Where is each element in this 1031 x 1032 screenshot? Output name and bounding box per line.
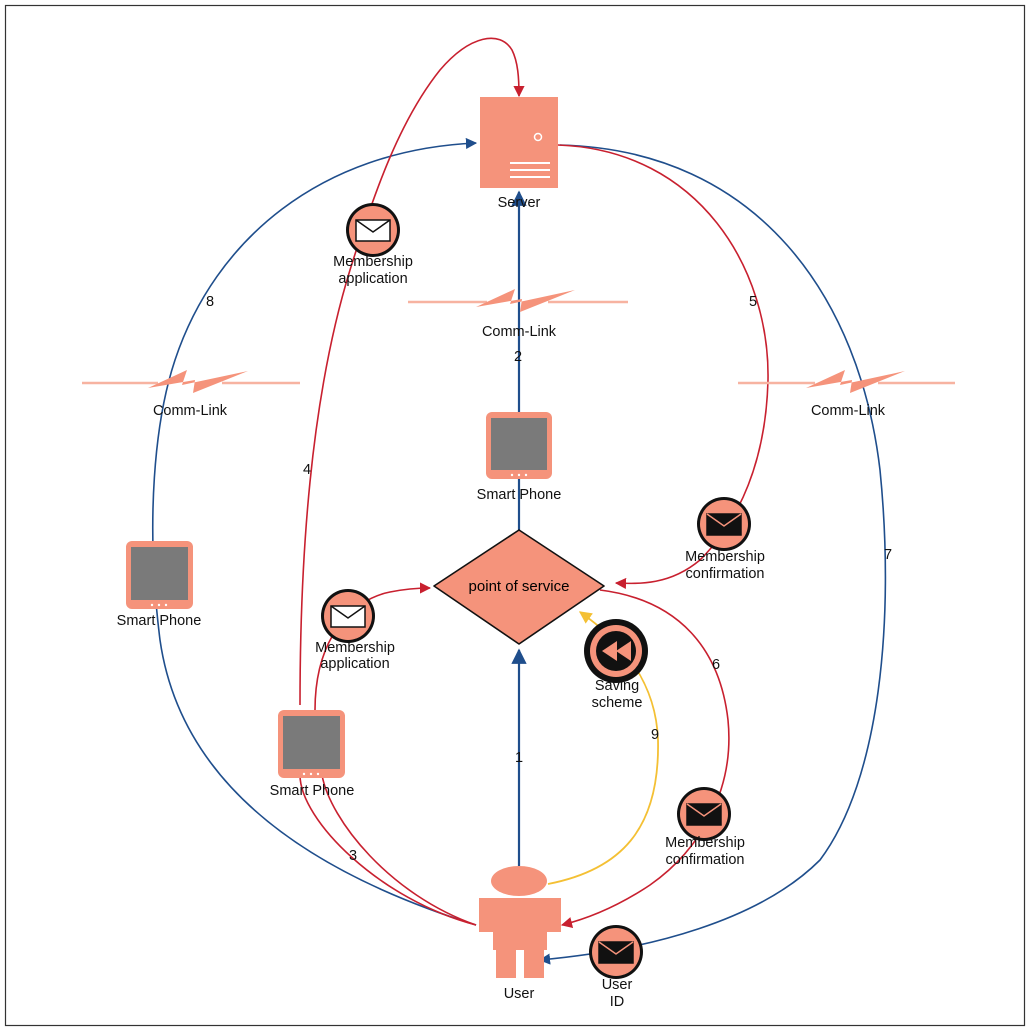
membership-application-top-label-2: application	[338, 271, 407, 287]
edge-8	[152, 137, 478, 926]
membership-confirmation-right-label-2: confirmation	[686, 566, 765, 582]
lightning-icon	[148, 370, 248, 393]
edge-1-label: 1	[515, 750, 523, 766]
edge-6	[560, 589, 730, 928]
comm-link-left-label: Comm-Link	[153, 403, 228, 419]
envelope-icon-membership-confirmation-right[interactable]	[697, 497, 751, 551]
edge-6-label: 6	[712, 657, 720, 673]
server-icon[interactable]	[480, 97, 558, 188]
user-id-label-1: User	[602, 977, 633, 993]
edge-5	[557, 144, 769, 590]
envelope-icon-membership-application-top[interactable]	[346, 203, 400, 257]
membership-confirmation-bottom-label-2: confirmation	[666, 852, 745, 868]
membership-application-bottom-label-2: application	[320, 656, 389, 672]
edge-2-label: 2	[514, 349, 522, 365]
server-label: Server	[498, 195, 541, 211]
smartphone-icon-bottom[interactable]	[278, 710, 345, 778]
lightning-icon	[806, 370, 905, 393]
smartphone-icon-center[interactable]	[486, 412, 552, 479]
rewind-icon-saving-scheme[interactable]	[584, 619, 648, 683]
comm-link-right	[738, 370, 955, 393]
smartphone-left-label: Smart Phone	[117, 613, 202, 629]
edge-membership-application	[314, 582, 432, 711]
edge-8-label: 8	[206, 294, 214, 310]
saving-scheme-label-1: Saving	[595, 678, 639, 694]
envelope-icon-membership-application-bottom[interactable]	[321, 589, 375, 643]
comm-link-center	[408, 289, 628, 312]
membership-confirmation-right-label-1: Membership	[685, 549, 765, 565]
edge-9-label: 9	[651, 727, 659, 743]
membership-application-bottom-label-1: Membership	[315, 640, 395, 656]
edge-4-label: 4	[303, 462, 311, 478]
edge-7-label: 7	[884, 547, 892, 563]
smartphone-center-label: Smart Phone	[477, 487, 562, 503]
comm-link-left	[82, 370, 300, 393]
edge-3	[321, 774, 477, 926]
user-id-label-2: ID	[610, 994, 625, 1010]
edge-3-label: 3	[349, 848, 357, 864]
comm-link-center-label: Comm-Link	[482, 324, 557, 340]
smartphone-icon-left[interactable]	[126, 541, 193, 609]
lightning-icon	[476, 289, 575, 312]
point-of-service-label: point of service	[469, 578, 570, 595]
edge-5-label: 5	[749, 294, 757, 310]
saving-scheme-label-2: scheme	[592, 695, 643, 711]
envelope-icon-membership-confirmation-bottom[interactable]	[677, 787, 731, 841]
user-icon[interactable]	[479, 866, 561, 978]
membership-confirmation-bottom-label-1: Membership	[665, 835, 745, 851]
smartphone-bottom-label: Smart Phone	[270, 783, 355, 799]
edge-7	[538, 144, 887, 965]
envelope-icon-user-id[interactable]	[589, 925, 643, 979]
point-of-service-node[interactable]	[433, 529, 605, 645]
diagram-frame	[4, 4, 1026, 1027]
membership-application-top-label-1: Membership	[333, 254, 413, 270]
edge-4-lower	[299, 774, 477, 926]
edge-4	[299, 37, 525, 706]
comm-link-right-label: Comm-Link	[811, 403, 886, 419]
user-label: User	[504, 986, 535, 1002]
